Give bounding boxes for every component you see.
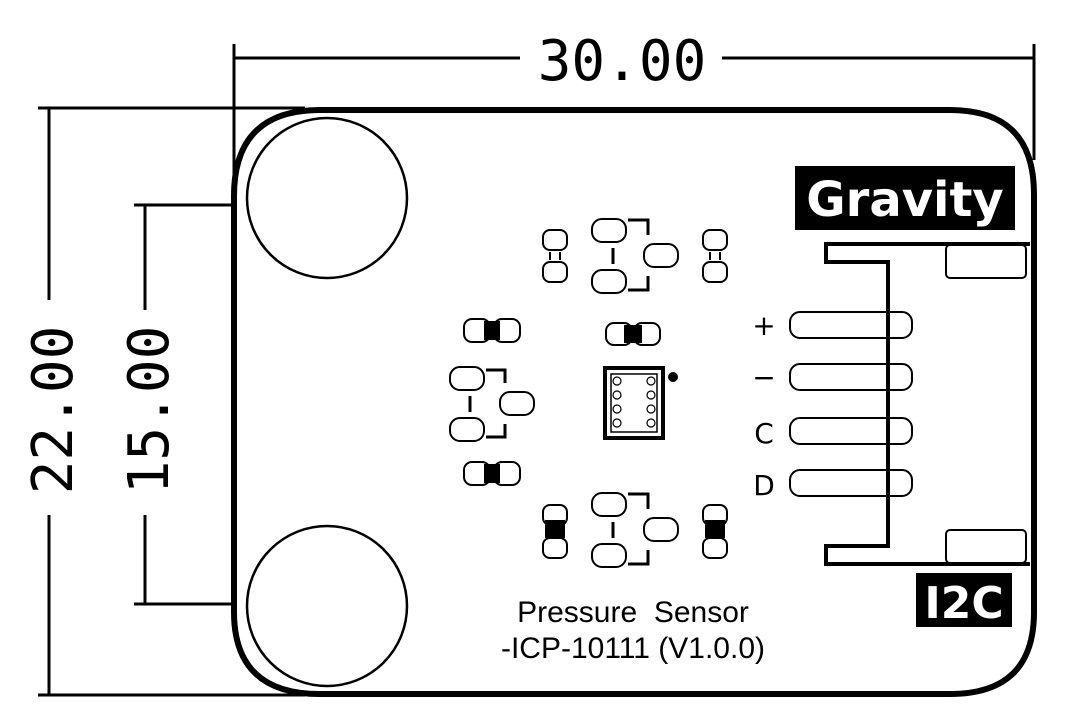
resistor-top-right [702,229,728,283]
sensor-ic [603,366,678,440]
mounting-hole-top [245,116,409,280]
resistor-left-bottom [463,461,521,486]
connector-pin-pad-scl [789,417,913,445]
gravity-badge [795,166,1015,230]
connector-pin-pad-vcc [789,311,913,339]
width-dimension-text: 30.00 [538,29,707,94]
connector-mount-pads [945,244,1027,564]
pin-label-gnd: − [752,361,775,394]
i2c-badge-text: I2C [924,578,1003,629]
pin-label-vcc: + [752,309,775,342]
resistor-top-left [542,229,568,283]
transistor-left [449,366,535,442]
pin-label-scl: C [754,417,774,450]
resistor-bottom-left [542,504,568,559]
connector-pin-pad-gnd [789,363,913,391]
connector-pin-pad-sda [789,469,913,497]
pin1-dot [668,372,678,382]
connector-housing [824,242,1030,566]
mounting-hole-bottom [245,524,409,688]
hole-spacing-dimension-text: 15.00 [117,326,182,495]
transistor-top [591,218,679,294]
resistor-left-top [463,318,521,343]
transistor-bottom [591,492,679,568]
resistor-bottom-right [702,504,728,559]
i2c-badge [916,573,1012,627]
height-dimension-text: 22.00 [21,326,86,495]
capacitor-c1 [605,322,661,346]
pin-label-sda: D [753,469,775,502]
board-label-line2: -ICP-10111 (V1.0.0) [501,632,765,665]
board-label-line1: Pressure Sensor [517,596,749,629]
gravity-logo-text: Gravity [806,172,1003,228]
